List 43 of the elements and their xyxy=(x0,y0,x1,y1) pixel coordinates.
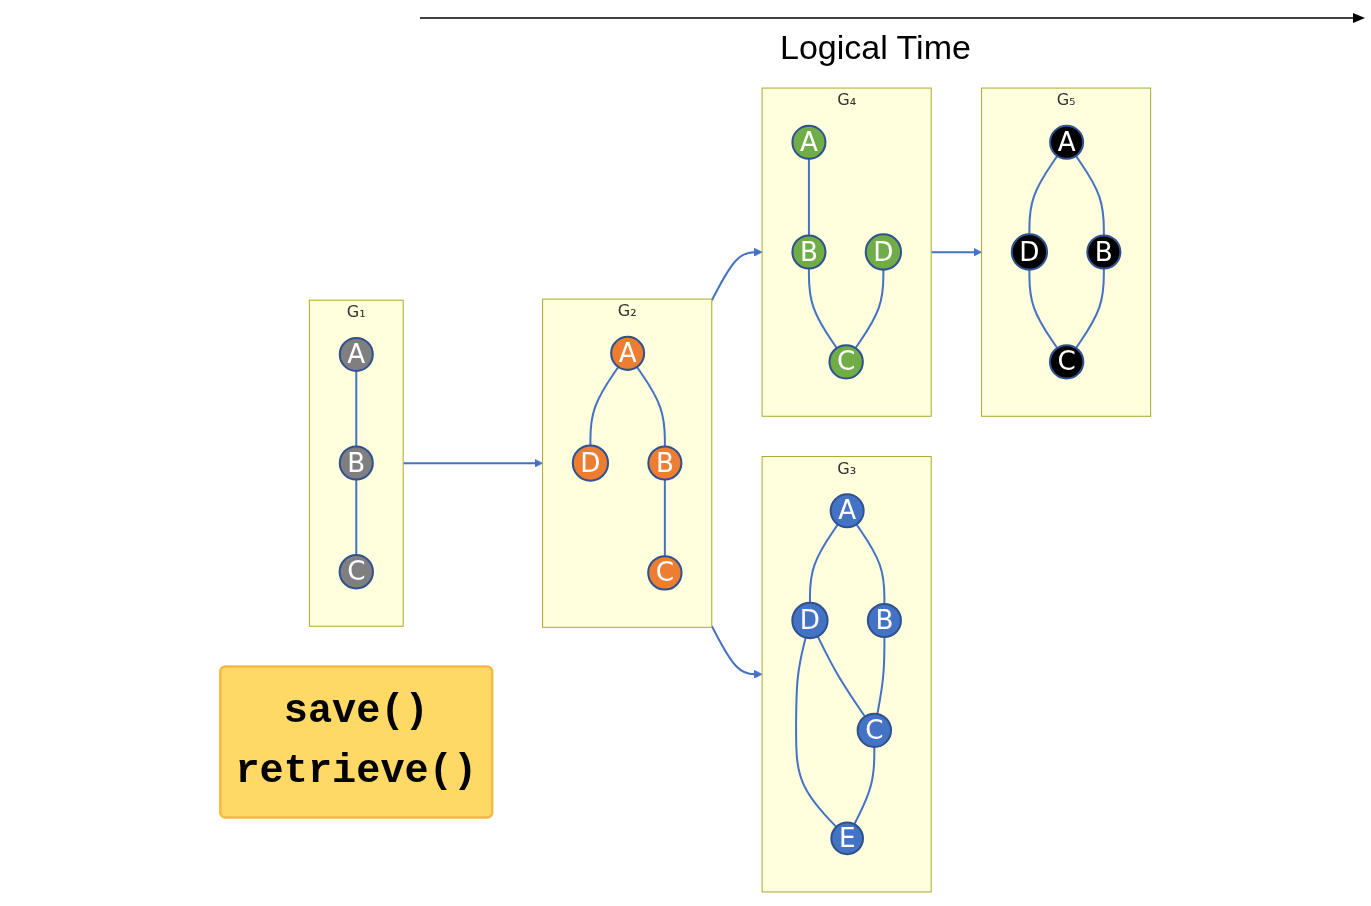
node-circle: A xyxy=(829,493,865,529)
arrow xyxy=(403,458,543,468)
node-circle: A xyxy=(338,336,374,372)
connector xyxy=(1028,269,1059,349)
node-circle: A xyxy=(610,335,646,371)
node-circle: C xyxy=(856,712,893,749)
node-circle: E xyxy=(830,821,864,856)
node-circle: B xyxy=(791,234,827,270)
node-circle: B xyxy=(866,602,902,639)
node-circle: A xyxy=(1049,124,1085,160)
connector xyxy=(355,479,358,556)
node-circle: B xyxy=(338,445,374,481)
node-circle: B xyxy=(1086,234,1122,270)
connector xyxy=(1028,155,1059,235)
connector xyxy=(853,747,876,825)
connector xyxy=(355,371,358,447)
connector xyxy=(663,479,666,557)
arrow xyxy=(710,625,763,679)
node-circle: D xyxy=(571,444,610,482)
connector xyxy=(589,366,620,446)
node-circle: C xyxy=(1048,344,1085,380)
connector xyxy=(816,635,866,718)
node-circle: A xyxy=(791,124,827,160)
connector xyxy=(854,269,885,349)
connector xyxy=(876,637,886,715)
node-circle: D xyxy=(864,233,902,271)
node-circle: C xyxy=(828,344,864,380)
node-circle: C xyxy=(338,554,374,590)
arrow xyxy=(710,247,763,302)
node-circle: C xyxy=(647,555,683,591)
connector xyxy=(1075,155,1105,236)
connector xyxy=(636,366,666,447)
connector xyxy=(808,523,839,603)
node-circle: B xyxy=(647,445,683,481)
connector xyxy=(1075,268,1105,349)
connector xyxy=(807,268,838,349)
connector xyxy=(807,158,810,236)
connector xyxy=(855,523,886,604)
node-circle: D xyxy=(1010,233,1049,271)
arrow xyxy=(931,247,982,257)
axis-label: Logical Time xyxy=(780,28,971,67)
connector xyxy=(795,637,837,828)
node-circle: D xyxy=(791,601,829,640)
